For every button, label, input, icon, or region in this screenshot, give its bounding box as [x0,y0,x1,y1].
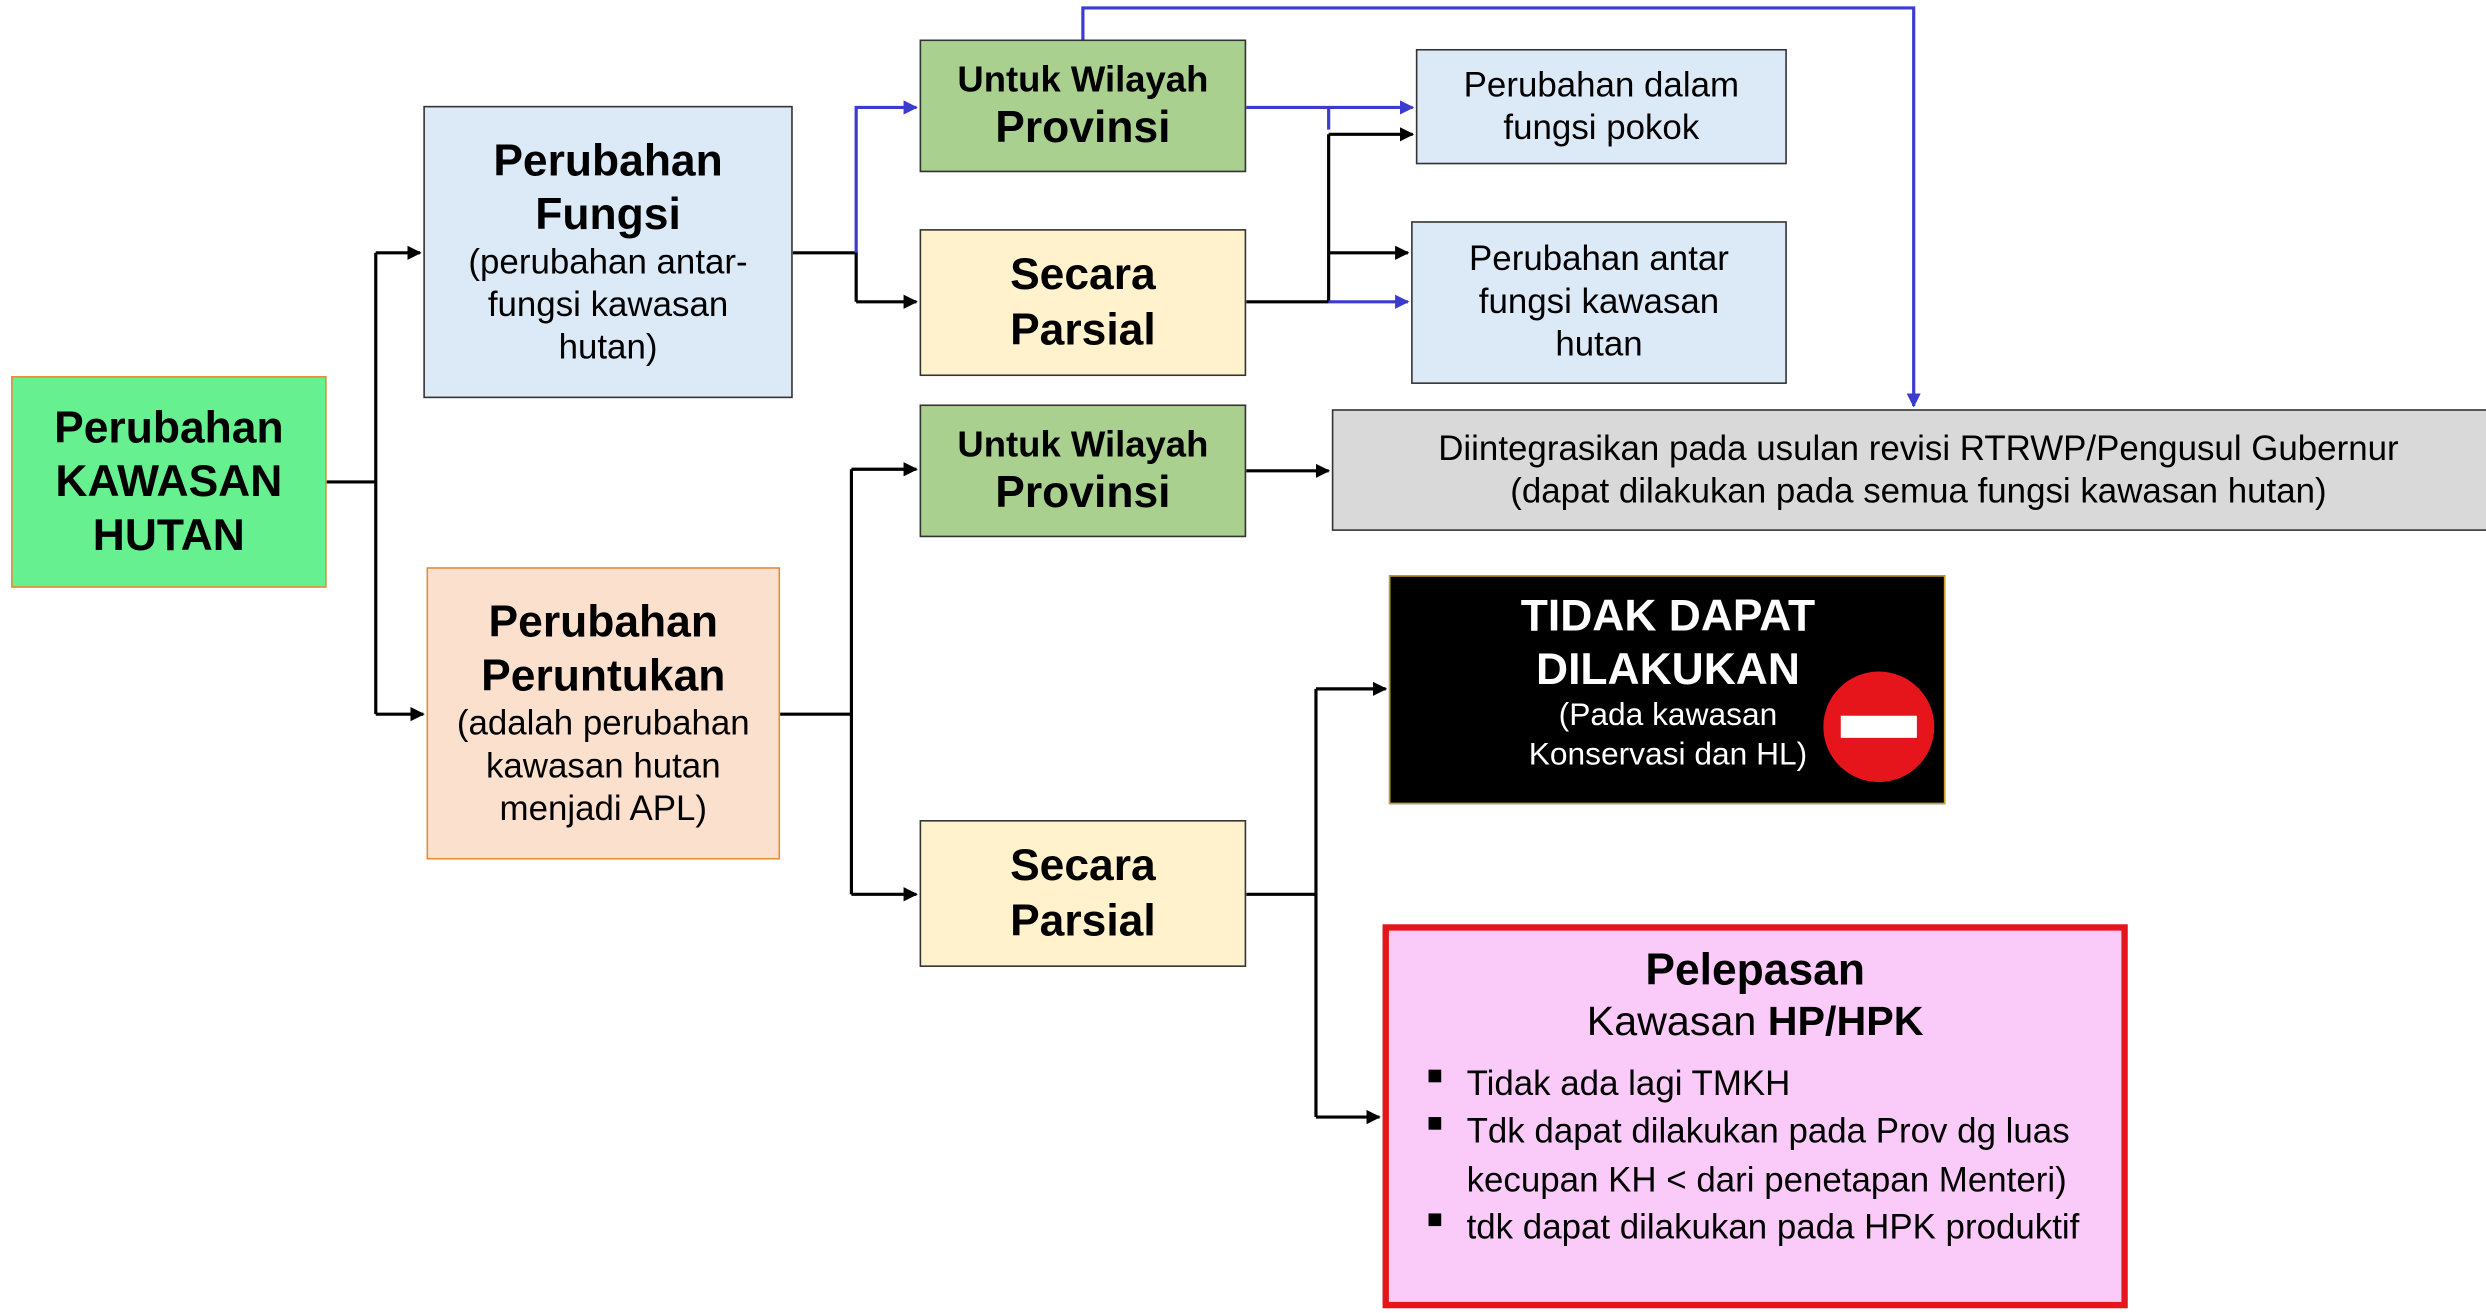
node-rtrwp: Diintegrasikan pada usulan revisi RTRWP/… [1331,409,2486,531]
peruntukan-desc-1: (adalah perubahan [456,703,750,744]
root-line-2: KAWASAN [55,456,283,506]
provinsi-2-line-1: Untuk Wilayah [957,423,1209,465]
pelepasan-bullet: Tdk dapat dilakukan pada Prov dg luas ke… [1406,1108,2104,1204]
connector-parsial-1-trunk [1246,134,1331,304]
tidak-title-2: DILAKUKAN [1536,644,1800,694]
antar-line-2: fungsi kawasan [1478,281,1720,321]
connector-parsial-2-trunk [1246,688,1318,1118]
pelepasan-title: Pelepasan [1645,944,1865,994]
node-perubahan-fungsi: Perubahan Fungsi (perubahan antar- fungs… [423,105,793,399]
root-line-1: Perubahan [54,402,284,452]
node-fungsi-pokok: Perubahan dalam fungsi pokok [1415,48,1787,165]
pelepasan-subtitle: Kawasan HP/HPK [1587,997,1924,1047]
pelepasan-bullet-text: Tidak ada lagi TMKH [1466,1063,1791,1103]
node-perubahan-kawasan-hutan: Perubahan KAWASAN HUTAN [11,376,327,588]
pelepasan-bullet: tdk dapat dilakukan pada HPK produktif [1406,1204,2104,1252]
pokok-line-2: fungsi pokok [1503,106,1700,147]
fungsi-desc-2: fungsi kawasan [487,284,729,325]
peruntukan-desc-2: kawasan hutan [485,746,721,786]
bullet-square-icon [1428,1069,1442,1083]
node-parsial-peruntukan: Secara Parsial [919,820,1247,967]
rtrwp-line-2: (dapat dilakukan pada semua fungsi kawas… [1510,470,2327,510]
connector-root-trunk [326,252,378,715]
parsial-2-line-1: Secara [1010,841,1156,891]
pelepasan-bullet-text: tdk dapat dilakukan pada HPK produktif [1466,1207,2080,1247]
bullet-square-icon [1428,1213,1442,1227]
tidak-note-1: (Pada kawasan [1558,698,1778,734]
parsial-2-line-2: Parsial [1010,895,1156,945]
connector-fungsi-trunk [792,251,858,302]
node-pelepasan: Pelepasan Kawasan HP/HPK Tidak ada lagi … [1382,924,2128,1309]
fungsi-desc-1: (perubahan antar- [468,242,748,282]
node-provinsi-peruntukan: Untuk Wilayah Provinsi [919,404,1247,538]
pelepasan-bullet: Tidak ada lagi TMKH [1406,1060,2104,1108]
pelepasan-bullet-list: Tidak ada lagi TMKH Tdk dapat dilakukan … [1406,1060,2104,1252]
tidak-title-1: TIDAK DAPAT [1520,590,1816,640]
pelepasan-bullet-text: Tdk dapat dilakukan pada Prov dg luas ke… [1466,1111,2070,1199]
peruntukan-title-2: Peruntukan [481,651,726,701]
provinsi-1-line-2: Provinsi [995,102,1171,152]
parsial-1-line-1: Secara [1010,250,1156,300]
node-parsial-fungsi: Secara Parsial [919,229,1247,377]
pelepasan-subtitle-bold: HP/HPK [1767,997,1924,1045]
rtrwp-line-1: Diintegrasikan pada usulan revisi RTRWP/… [1438,427,2399,468]
pelepasan-subtitle-prefix: Kawasan [1586,997,1768,1045]
no-entry-icon [1823,671,1935,783]
fungsi-title-2: Fungsi [535,189,681,239]
bullet-square-icon [1428,1117,1442,1131]
provinsi-1-line-1: Untuk Wilayah [957,58,1209,100]
peruntukan-title-1: Perubahan [488,597,718,647]
parsial-1-line-2: Parsial [1010,304,1156,354]
node-antar-fungsi: Perubahan antar fungsi kawasan hutan [1411,221,1787,384]
connector-peruntukan-trunk [780,469,853,895]
antar-line-1: Perubahan antar [1469,238,1729,279]
node-perubahan-peruntukan: Perubahan Peruntukan (adalah perubahan k… [426,567,781,860]
node-provinsi-fungsi: Untuk Wilayah Provinsi [919,39,1247,173]
fungsi-desc-3: hutan) [558,327,658,367]
tidak-note-2: Konservasi dan HL) [1528,737,1808,773]
arrow-fungsi-to-provinsi-1 [854,100,918,253]
pokok-line-1: Perubahan dalam [1463,64,1740,104]
arrow-provinsi-1-to-rtrwp [1081,6,1921,408]
provinsi-2-line-2: Provinsi [995,467,1171,517]
root-line-3: HUTAN [92,510,245,560]
fungsi-title-1: Perubahan [493,136,723,186]
antar-line-3: hutan [1555,323,1643,364]
peruntukan-desc-3: menjadi APL) [499,788,708,829]
